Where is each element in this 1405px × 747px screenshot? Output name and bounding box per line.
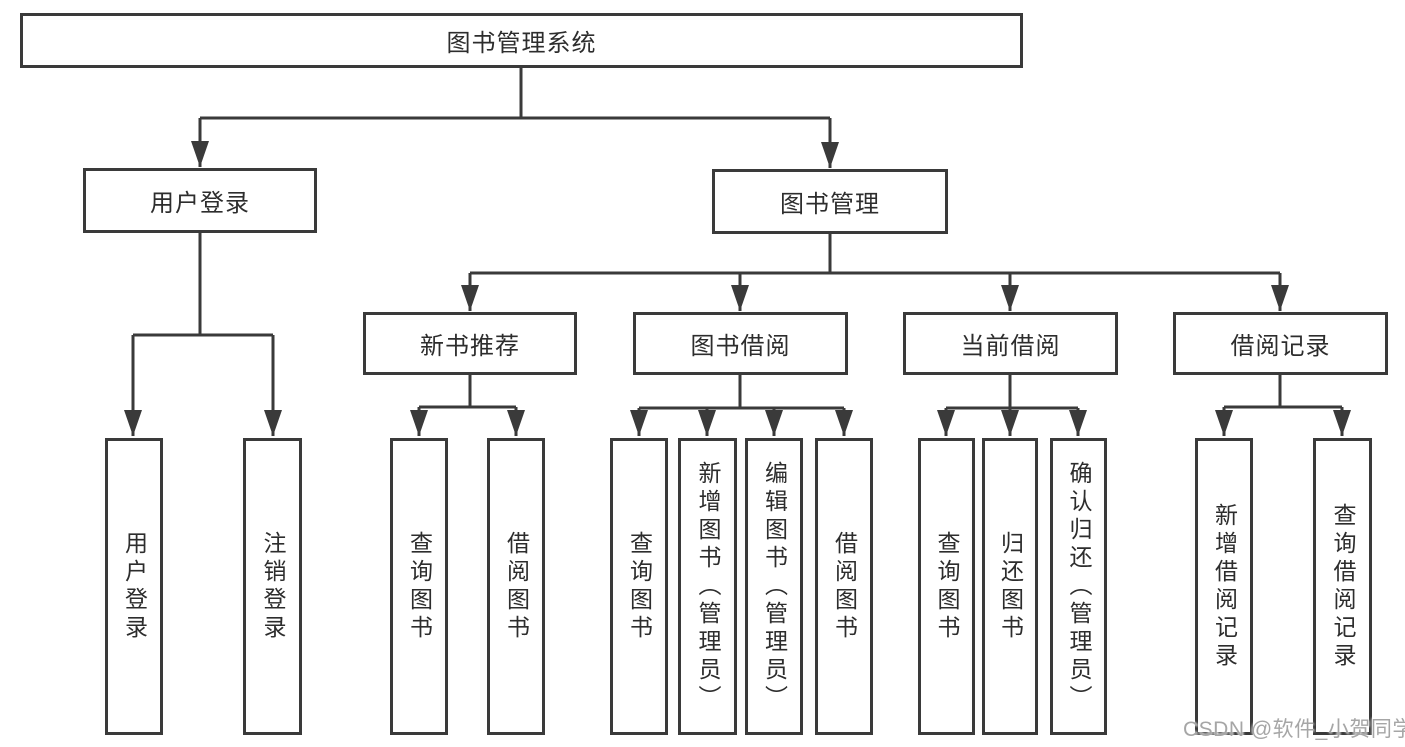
node-label: 用户登录 — [150, 190, 250, 217]
csdn-watermark: CSDN @软件_小贺同学 — [1183, 718, 1405, 741]
node-label: 新书推荐 — [420, 333, 520, 360]
node-user-login-module: 用户登录 — [83, 168, 317, 233]
leaf-borrow-books-recommend: 借阅图书 — [487, 438, 545, 735]
leaf-label: 归还图书 — [997, 530, 1024, 643]
leaf-label: 查询图书 — [934, 530, 960, 643]
arrow-down-icon — [731, 285, 749, 311]
leaf-query-books-borrow: 查询图书 — [610, 438, 668, 735]
node-label: 图书管理 — [780, 191, 880, 218]
node-label: 借阅记录 — [1230, 333, 1331, 360]
arrow-down-icon — [1215, 410, 1233, 436]
leaf-label: 确认归还（管理员） — [1066, 460, 1092, 713]
leaf-user-login: 用户登录 — [105, 438, 163, 735]
arrow-down-icon — [1001, 285, 1019, 311]
arrow-down-icon — [461, 285, 479, 311]
leaf-add-books-admin: 新增图书（管理员） — [678, 438, 737, 735]
arrow-down-icon — [410, 410, 428, 436]
node-current-borrowing: 当前借阅 — [903, 312, 1118, 375]
node-book-borrowing: 图书借阅 — [633, 312, 848, 375]
arrow-down-icon — [191, 141, 209, 167]
leaf-label: 新增图书（管理员） — [695, 460, 721, 713]
node-label: 图书借阅 — [690, 333, 791, 360]
leaf-label: 新增借阅记录 — [1211, 502, 1238, 671]
leaf-confirm-return-admin: 确认归还（管理员） — [1050, 438, 1107, 735]
leaf-logout: 注销登录 — [243, 438, 302, 735]
leaf-label: 查询图书 — [406, 530, 433, 643]
leaf-add-borrow-record: 新增借阅记录 — [1195, 438, 1253, 735]
leaf-label: 编辑图书（管理员） — [761, 460, 788, 713]
leaf-query-borrow-record: 查询借阅记录 — [1313, 438, 1372, 735]
arrow-down-icon — [821, 142, 839, 168]
arrow-down-icon — [264, 410, 282, 436]
arrow-down-icon — [765, 410, 783, 436]
leaf-borrow-books: 借阅图书 — [815, 438, 873, 735]
node-book-management-module: 图书管理 — [712, 169, 948, 234]
arrow-down-icon — [698, 410, 716, 436]
leaf-label: 借阅图书 — [503, 530, 530, 643]
arrow-down-icon — [937, 410, 955, 436]
arrow-down-icon — [1001, 410, 1019, 436]
arrow-down-icon — [507, 410, 525, 436]
leaf-label: 用户登录 — [121, 530, 148, 643]
node-library-management-system: 图书管理系统 — [20, 13, 1023, 68]
leaf-label: 查询借阅记录 — [1330, 502, 1356, 671]
node-label: 图书管理系统 — [446, 30, 597, 57]
leaf-label: 借阅图书 — [831, 530, 858, 643]
arrow-down-icon — [1271, 285, 1289, 311]
arrow-down-icon — [1333, 410, 1351, 436]
leaf-label: 注销登录 — [260, 530, 286, 643]
leaf-label: 查询图书 — [626, 530, 653, 643]
node-label: 当前借阅 — [960, 333, 1061, 360]
leaf-return-books: 归还图书 — [982, 438, 1038, 735]
connector-lines — [131, 68, 1344, 436]
leaf-query-books-current: 查询图书 — [918, 438, 975, 735]
arrow-down-icon — [1069, 410, 1087, 436]
arrow-down-icon — [835, 410, 853, 436]
arrow-down-icon — [124, 410, 142, 436]
leaf-edit-books-admin: 编辑图书（管理员） — [745, 438, 803, 735]
node-borrowing-records: 借阅记录 — [1173, 312, 1388, 375]
node-new-book-recommendation: 新书推荐 — [363, 312, 577, 375]
arrow-down-icon — [630, 410, 648, 436]
leaf-query-books-recommend: 查询图书 — [390, 438, 448, 735]
